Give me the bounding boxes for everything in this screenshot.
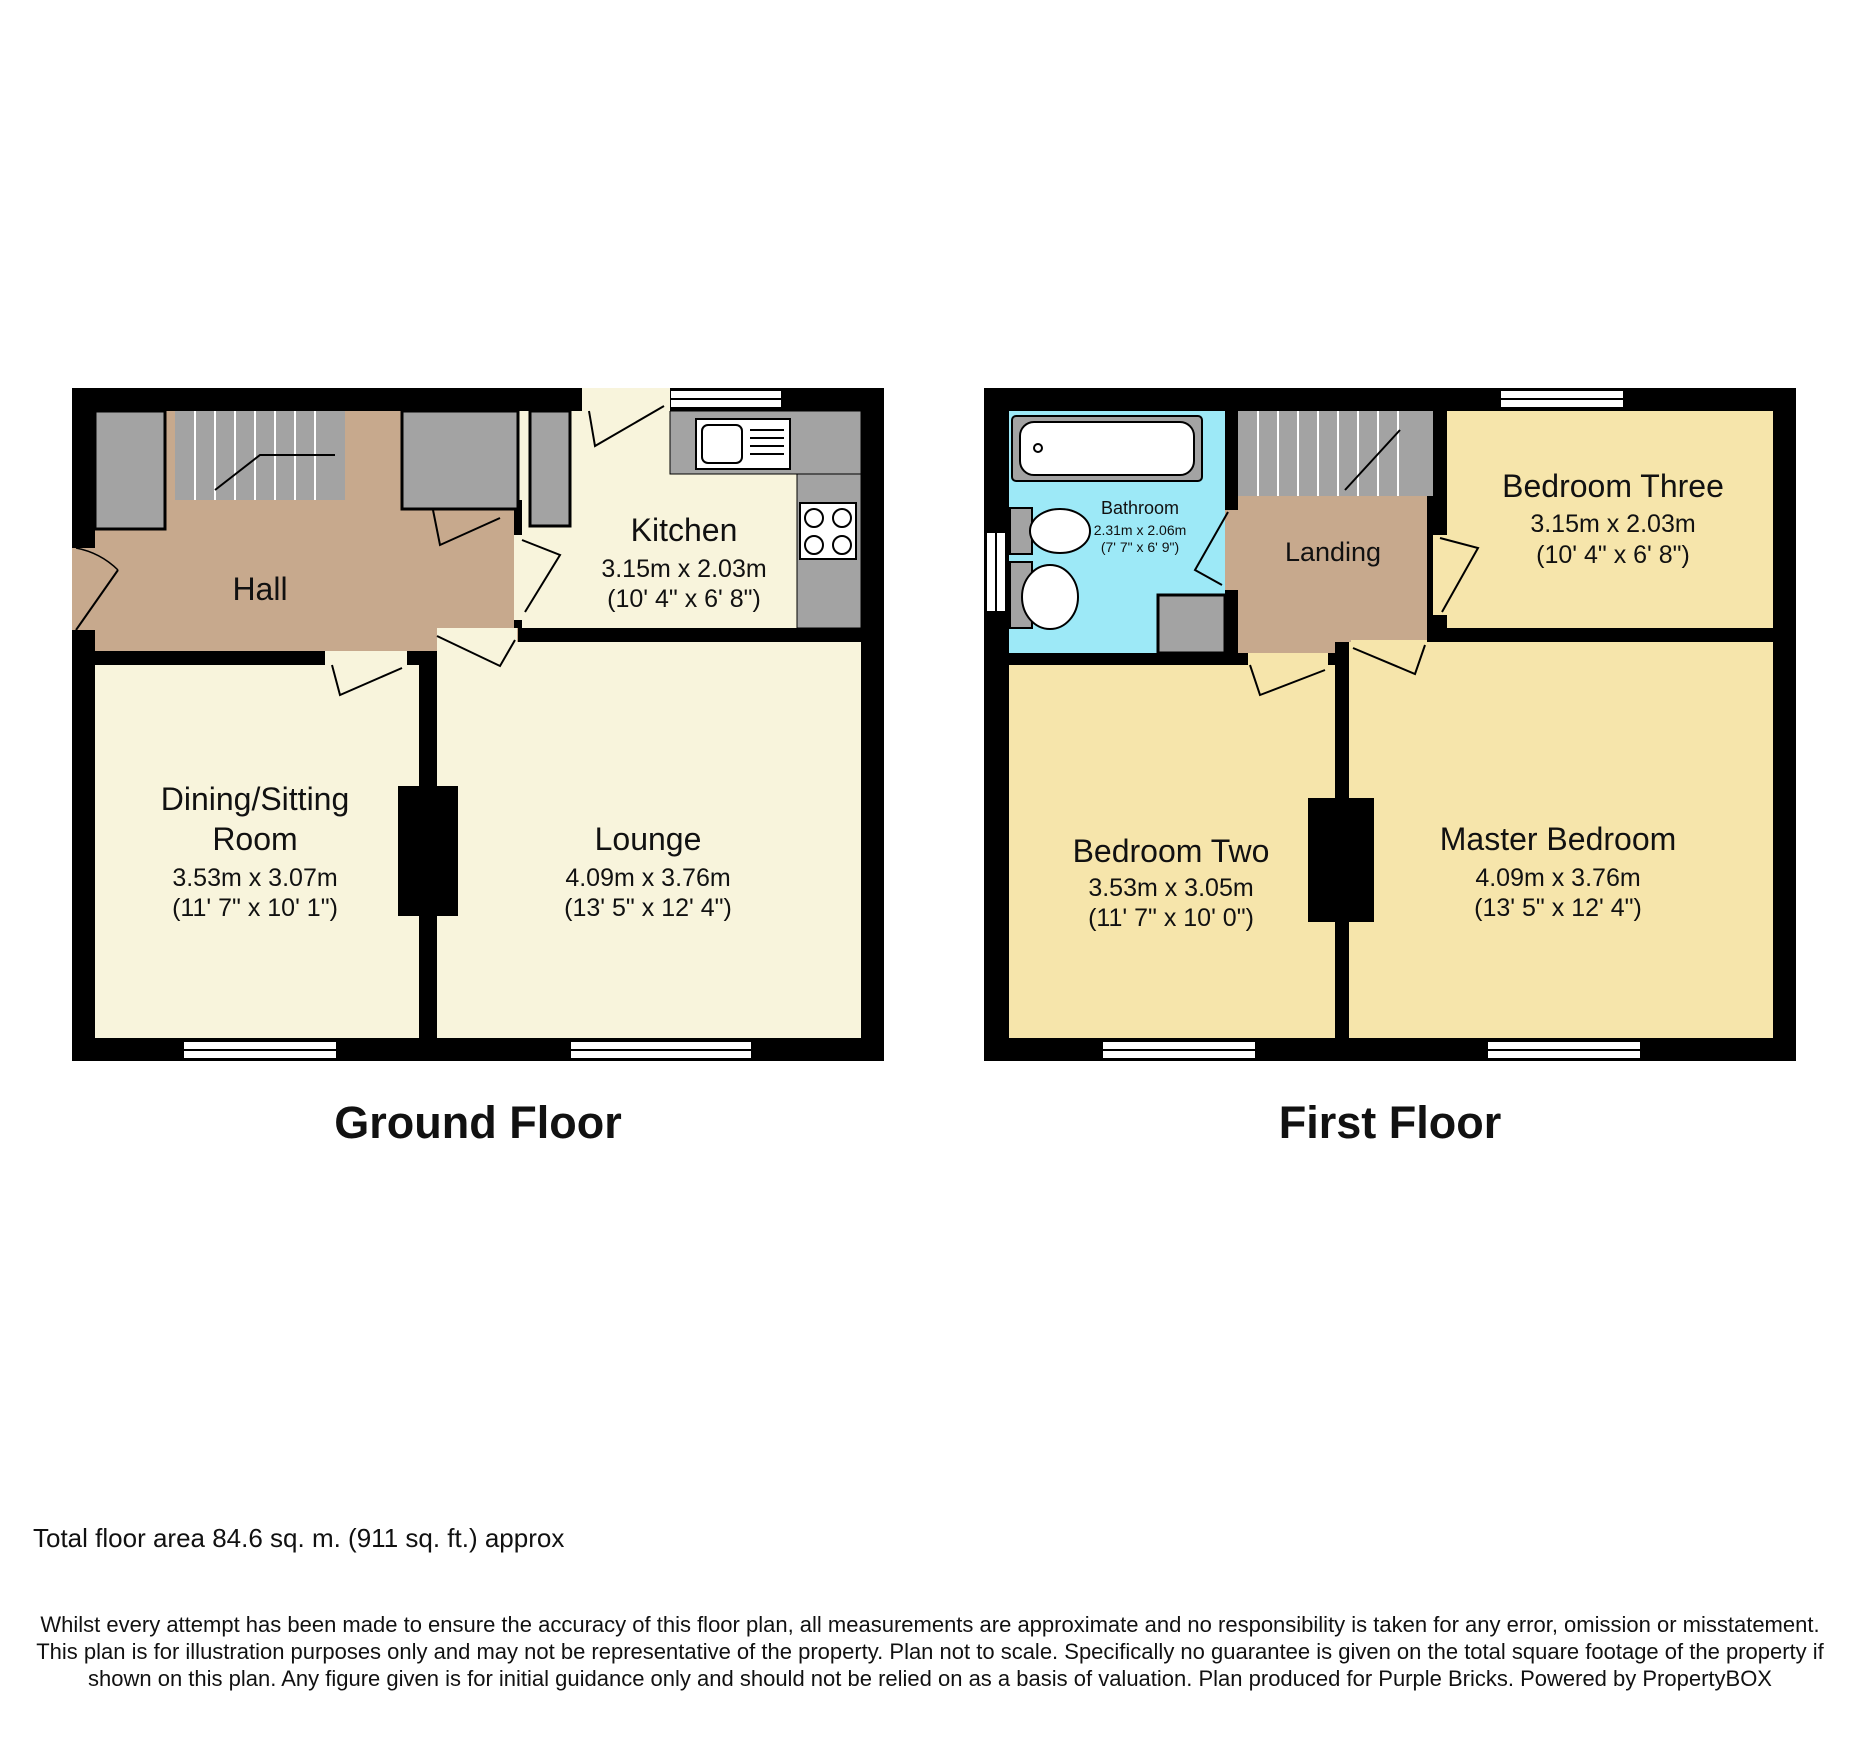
stair-arrow-ground [214, 454, 335, 491]
first-floor-title: First Floor [1279, 1097, 1502, 1148]
doors-first [1193, 510, 1480, 697]
kitchen-cupboard [528, 409, 572, 528]
master-bedroom-imperial: (13' 5" x 12' 4") [1474, 894, 1642, 922]
bathroom-label: Bathroom [1101, 498, 1179, 518]
basin-bowl [1021, 564, 1079, 630]
hob [799, 502, 857, 560]
floor-plan-drawing: Hall Kitchen 3.15m x 2.03m (10' 4" x 6' … [72, 388, 1796, 1148]
dining-metric: 3.53m x 3.07m [172, 864, 337, 892]
doors-ground [72, 388, 670, 697]
kitchen-metric: 3.15m x 2.03m [601, 555, 766, 583]
wall-kitchen-lounge [518, 628, 861, 642]
first-floor-plan: Bathroom 2.31m x 2.06m (7' 7" x 6' 9") L… [984, 388, 1796, 1148]
wall-landing-bed3 [1433, 411, 1447, 531]
master-bedroom-area [1349, 642, 1773, 1038]
landing-area [1238, 496, 1427, 653]
lounge-label: Lounge [595, 821, 702, 857]
lounge-metric: 4.09m x 3.76m [565, 864, 730, 892]
lounge-area [437, 642, 861, 1038]
landing-label: Landing [1285, 537, 1381, 567]
staircase-first [1238, 411, 1433, 496]
bedroom-two-area [1009, 665, 1335, 1038]
windows-ground [182, 389, 783, 1060]
dining-label-line2: Room [212, 821, 297, 857]
master-bedroom-metric: 4.09m x 3.76m [1475, 864, 1640, 892]
master-bedroom-label: Master Bedroom [1440, 821, 1677, 857]
wall-bed3-master [1427, 628, 1773, 642]
bedroom-two-label: Bedroom Two [1073, 833, 1270, 869]
bedroom-two-metric: 3.53m x 3.05m [1088, 874, 1253, 902]
disclaimer-text: Whilst every attempt has been made to en… [36, 1612, 1824, 1691]
ground-floor-plan: Hall Kitchen 3.15m x 2.03m (10' 4" x 6' … [72, 388, 884, 1148]
dining-imperial: (11' 7" x 10' 1") [172, 894, 338, 922]
stair-arrow-first [1344, 429, 1401, 491]
hall-cupboard-right [400, 409, 520, 511]
dining-label-line1: Dining/Sitting [161, 781, 350, 817]
bathroom-imperial: (7' 7" x 6' 9") [1101, 539, 1179, 555]
kitchen-sink-bowl [701, 424, 743, 464]
kitchen-imperial: (10' 4" x 6' 8") [607, 585, 761, 613]
windows-first [985, 389, 1642, 1060]
bath-tub-inner [1019, 421, 1195, 476]
chimney-breast-ground [398, 786, 458, 916]
hall-label: Hall [232, 571, 287, 607]
lounge-imperial: (13' 5" x 12' 4") [564, 894, 732, 922]
chimney-breast-first [1308, 798, 1374, 922]
bedroom-three-area [1447, 411, 1773, 628]
bathroom-metric: 2.31m x 2.06m [1094, 522, 1187, 538]
total-floor-area: Total floor area 84.6 sq. m. (911 sq. ft… [33, 1523, 565, 1553]
sink-drainer-lines [750, 429, 784, 455]
bedroom-three-metric: 3.15m x 2.03m [1530, 510, 1695, 538]
dining-room-area [95, 665, 419, 1038]
toilet-bowl [1029, 508, 1091, 554]
bedroom-three-label: Bedroom Three [1502, 468, 1724, 504]
bedroom-two-imperial: (11' 7" x 10' 0") [1088, 904, 1254, 932]
airing-cupboard [1156, 593, 1227, 655]
bedroom-three-imperial: (10' 4" x 6' 8") [1536, 541, 1690, 569]
ground-floor-title: Ground Floor [334, 1097, 621, 1148]
kitchen-label: Kitchen [631, 512, 738, 548]
hob-rings [804, 508, 852, 555]
toilet-cistern [1009, 507, 1033, 555]
bath-plug [1033, 443, 1043, 453]
hall-cupboard-left [93, 409, 167, 531]
